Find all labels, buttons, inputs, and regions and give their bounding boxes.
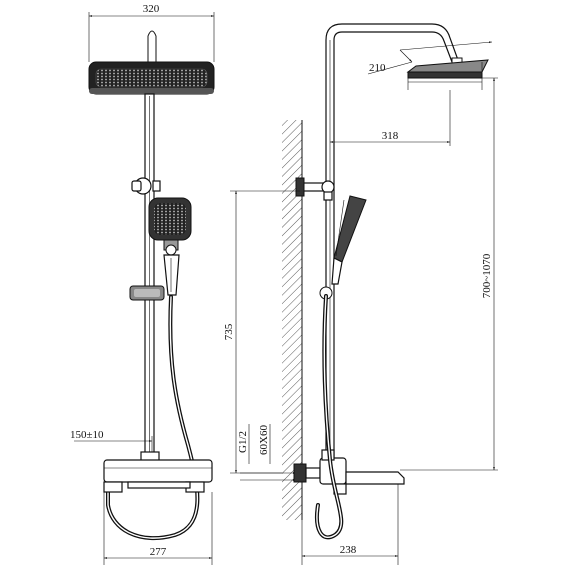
- dimension-spout-depth: 238: [301, 484, 399, 565]
- dim-label-flange: 60X60: [258, 425, 270, 455]
- dimension-arm-reach: 318: [330, 90, 451, 146]
- rain-shower-head: [88, 61, 215, 95]
- wall-hatch: [282, 120, 302, 520]
- dimension-head-diameter: 210: [367, 41, 493, 75]
- dim-label-head-diameter: 210: [369, 62, 386, 74]
- dimension-bracket-height: 735: [223, 190, 300, 474]
- dimension-mixer-width: 277: [103, 492, 213, 565]
- hand-shower: [148, 197, 192, 296]
- slide-bracket: [129, 285, 165, 301]
- dimension-thread-flange: G1/2 60X60: [237, 424, 296, 481]
- top-knob: [147, 30, 157, 62]
- mixer-valve: [103, 451, 213, 493]
- dim-label-inlet-spacing: 150±10: [70, 429, 104, 441]
- front-view: 320: [70, 3, 215, 565]
- dim-label-mixer-width: 277: [150, 546, 167, 558]
- dim-label-bracket-height: 735: [223, 323, 235, 340]
- side-view: 210 318 700~1070: [223, 23, 498, 565]
- dim-label-thread: G1/2: [237, 431, 249, 453]
- dimension-height-range: 700~1070: [400, 77, 498, 471]
- dimension-inlet-spacing: 150±10: [70, 429, 153, 460]
- side-rain-head: [406, 57, 489, 90]
- riser-bracket: [131, 177, 161, 195]
- side-wall-bracket: [295, 177, 335, 201]
- dim-label-spout-depth: 238: [340, 544, 357, 556]
- dim-label-head-width: 320: [143, 3, 160, 15]
- dimension-head-width: 320: [88, 3, 215, 62]
- side-hand-shower: [319, 195, 367, 300]
- side-mixer-valve: [293, 449, 405, 495]
- dim-label-height-range: 700~1070: [481, 253, 493, 298]
- dim-label-arm-reach: 318: [382, 130, 399, 142]
